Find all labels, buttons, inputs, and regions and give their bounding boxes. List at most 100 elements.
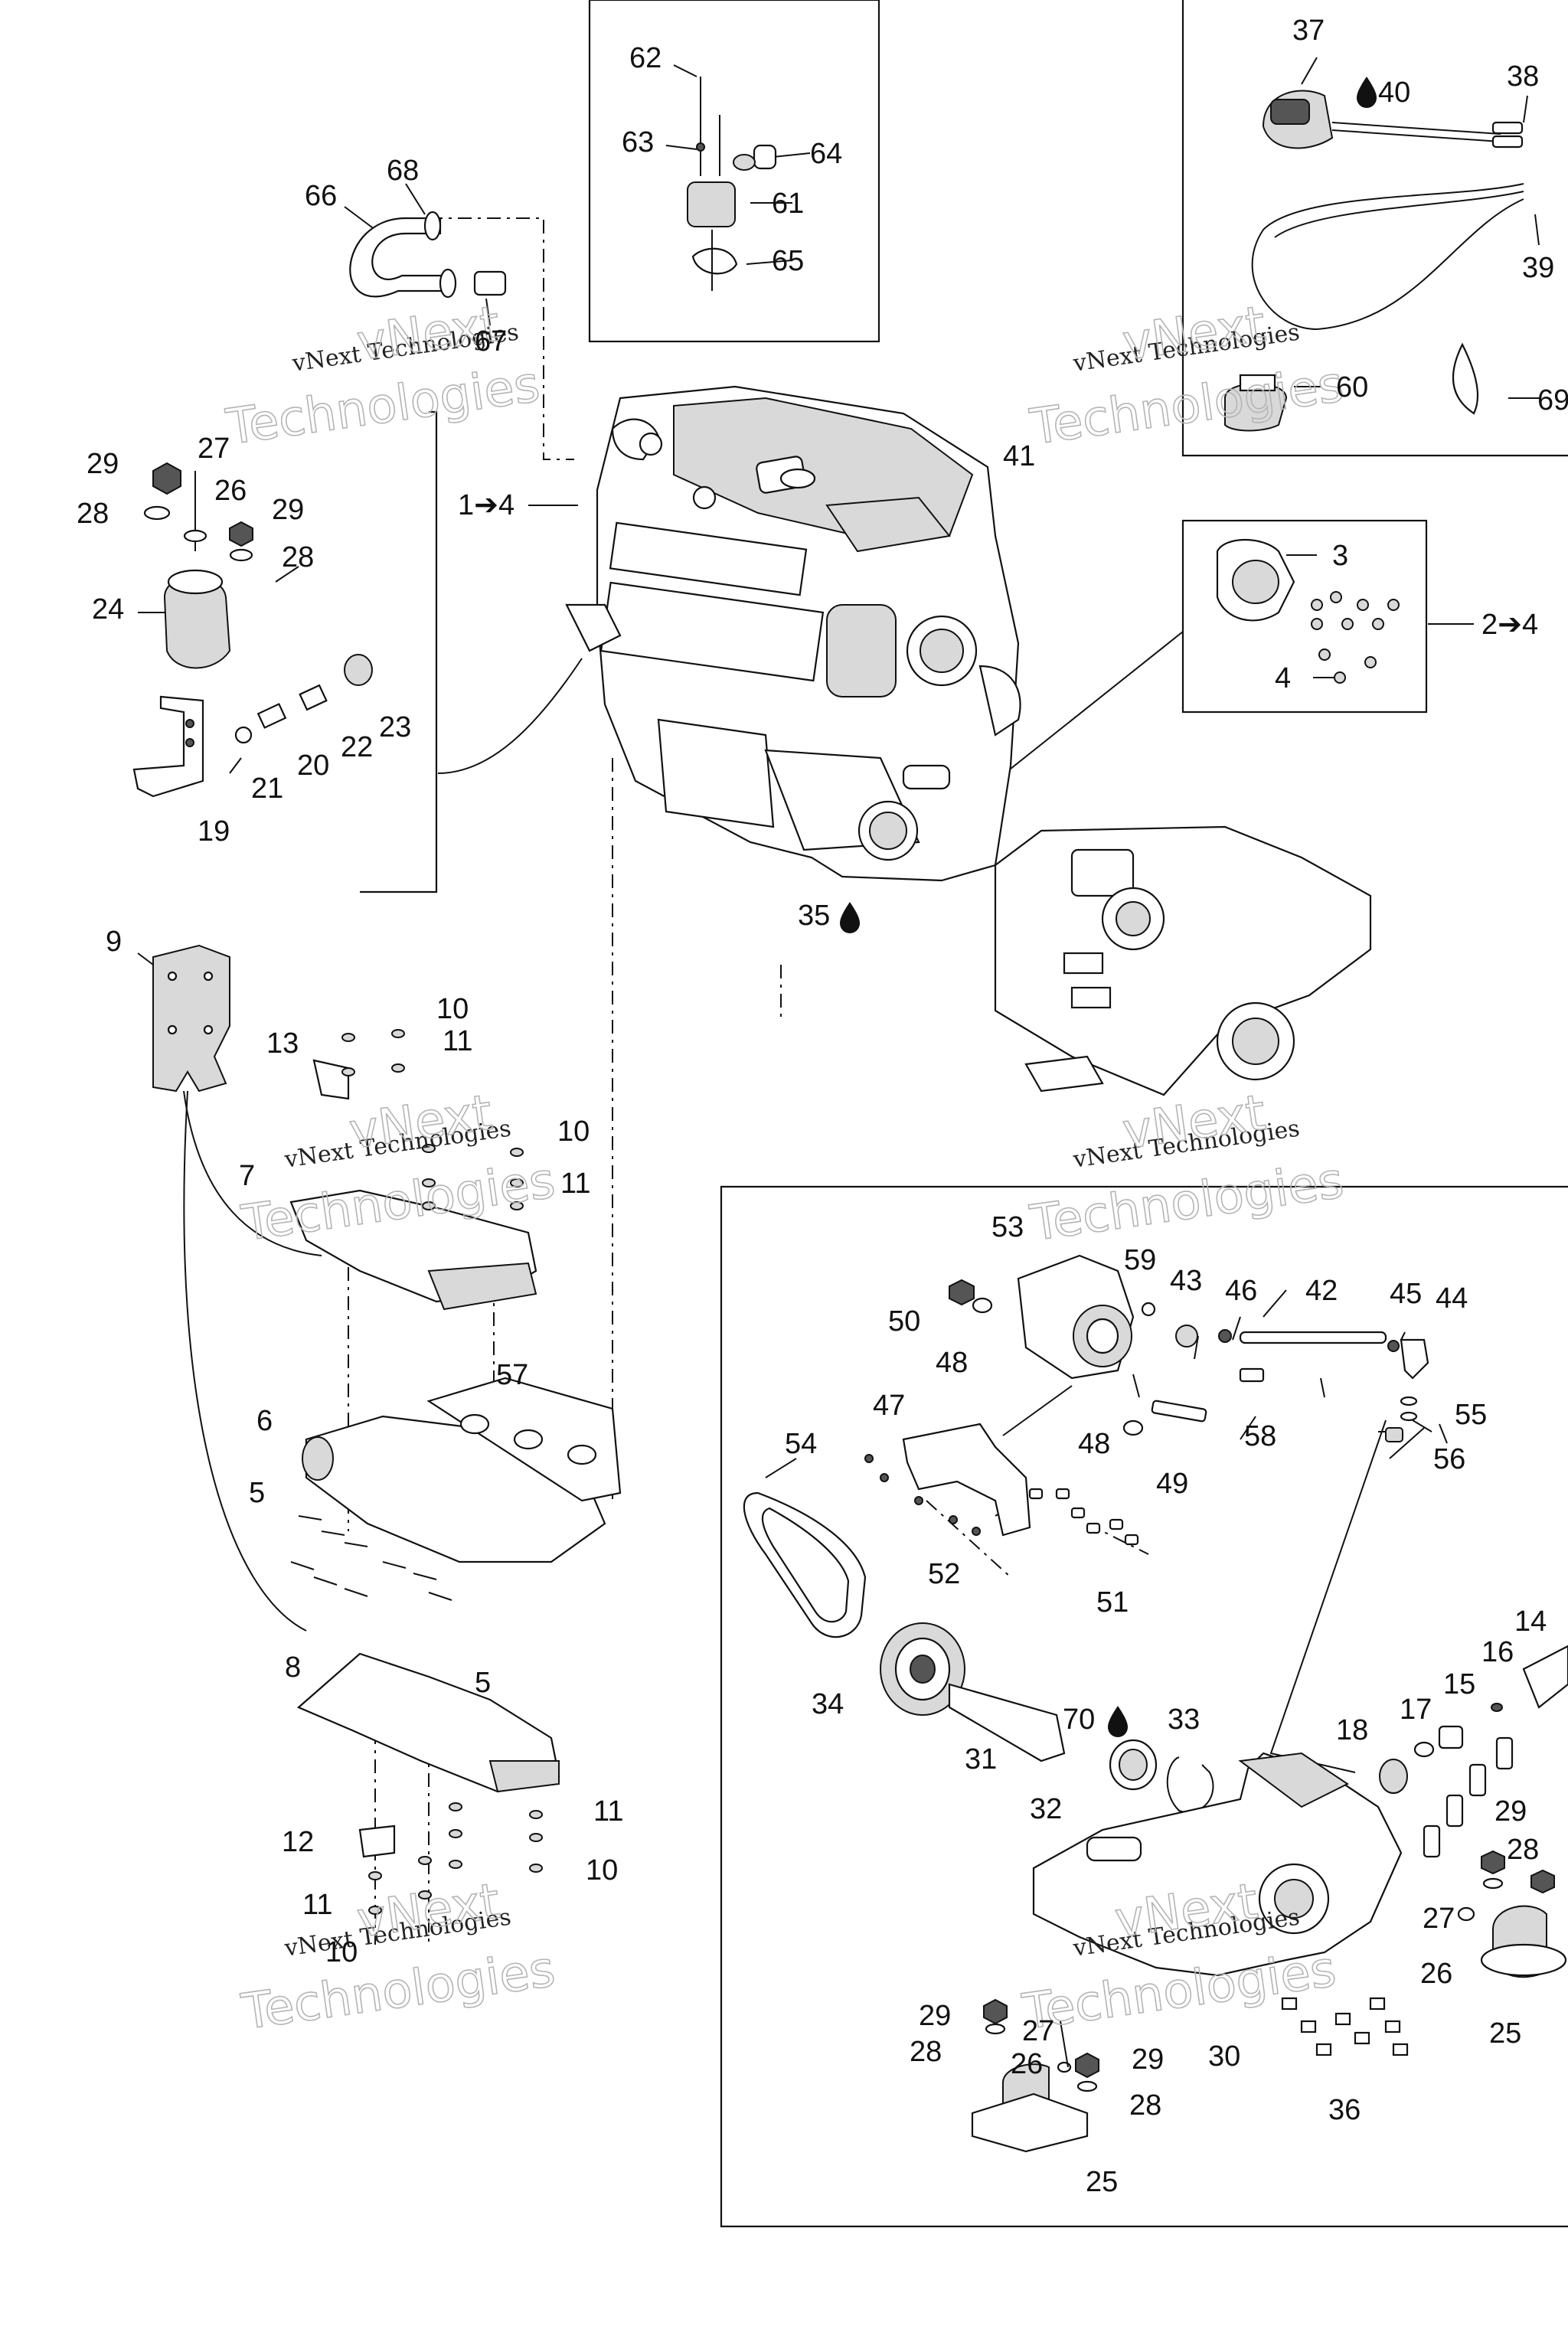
watermark-line2-1: Technologies <box>223 356 543 456</box>
callout-11-d: 11 <box>302 1889 332 1921</box>
callout-11-a: 11 <box>443 1025 472 1057</box>
heat-shield-8-12 <box>296 1652 560 1915</box>
detail-box-pto-housing <box>720 1185 1568 2228</box>
bracket-47-52 <box>864 1423 1139 1546</box>
callout-18: 18 <box>1336 1714 1368 1746</box>
callout-38: 38 <box>1507 60 1539 93</box>
callout-46: 46 <box>1225 1275 1257 1307</box>
callout-25-right: 25 <box>1489 2017 1521 2050</box>
callout-47: 47 <box>873 1390 905 1422</box>
callout-28-left-b: 28 <box>282 541 314 573</box>
callout-70: 70 <box>1063 1704 1095 1736</box>
engine-mount-19-29 <box>132 462 373 798</box>
engine-block-assembly <box>565 385 1021 882</box>
callout-33: 33 <box>1168 1704 1200 1736</box>
detail-box-mount-bracket <box>360 410 438 893</box>
detail-box-water-pump <box>1181 519 1428 714</box>
callout-5-a: 5 <box>249 1477 265 1509</box>
callout-62: 62 <box>629 42 662 74</box>
callout-29-bottom-a: 29 <box>919 2000 951 2032</box>
callout-29-left-b: 29 <box>272 494 304 526</box>
callout-30: 30 <box>1208 2040 1240 2073</box>
callout-6: 6 <box>256 1405 273 1437</box>
callout-22: 22 <box>341 731 373 763</box>
callout-27-left: 27 <box>198 433 230 465</box>
watermark-line1-5: vNext <box>354 1873 503 1949</box>
callout-34: 34 <box>812 1688 844 1720</box>
callout-26-right: 26 <box>1420 1958 1452 1990</box>
callout-57: 57 <box>496 1359 528 1391</box>
callout-3: 3 <box>1332 540 1348 572</box>
engine-mount-25-29-lower <box>971 1850 1567 2153</box>
callout-64: 64 <box>810 138 842 170</box>
callout-26-left: 26 <box>214 475 247 507</box>
callout-45: 45 <box>1390 1278 1422 1310</box>
callout-29-right-a: 29 <box>1494 1795 1527 1828</box>
callout-numbers: 62 63 64 61 65 66 68 67 37 40 38 39 60 6… <box>77 15 1568 2198</box>
callout-16: 16 <box>1481 1636 1514 1668</box>
detail-box-top-sensor <box>588 0 880 343</box>
switch-cable-37-69 <box>1224 90 1524 432</box>
callout-39: 39 <box>1522 252 1554 284</box>
callout-56: 56 <box>1433 1443 1465 1475</box>
callout-55: 55 <box>1455 1399 1487 1431</box>
callout-4: 4 <box>1275 662 1291 694</box>
callout-1-to-4: 1➔4 <box>458 489 514 521</box>
callout-58: 58 <box>1244 1420 1276 1452</box>
callout-28-bottom-a: 28 <box>910 2036 942 2068</box>
pto-housing-upper <box>994 825 1372 1096</box>
callout-52: 52 <box>928 1558 960 1590</box>
heat-shield-7-13 <box>289 1029 537 1311</box>
callout-65: 65 <box>772 245 804 277</box>
callout-44: 44 <box>1436 1282 1468 1315</box>
callout-15: 15 <box>1443 1668 1475 1700</box>
callout-19: 19 <box>198 815 230 848</box>
callout-12: 12 <box>282 1826 314 1858</box>
callout-23: 23 <box>379 711 411 743</box>
callout-27-right: 27 <box>1423 1903 1455 1935</box>
callout-29-bottom-b: 29 <box>1132 2043 1164 2076</box>
callout-50: 50 <box>888 1305 920 1338</box>
callout-26-bottom: 26 <box>1011 2048 1043 2080</box>
callout-67: 67 <box>475 325 507 358</box>
callout-28-right-a: 28 <box>1507 1834 1539 1866</box>
callout-21: 21 <box>251 773 283 805</box>
callout-43: 43 <box>1170 1265 1202 1297</box>
callout-28-left-a: 28 <box>77 498 109 530</box>
callout-59: 59 <box>1124 1244 1156 1276</box>
callout-31: 31 <box>965 1743 997 1775</box>
detail-box-top-right <box>1181 0 1568 457</box>
pto-housing-lower-30 <box>1032 1752 1409 2056</box>
callout-5-b: 5 <box>475 1667 491 1699</box>
callout-10-d: 10 <box>325 1936 358 1968</box>
callout-51: 51 <box>1096 1586 1129 1619</box>
callout-40: 40 <box>1378 77 1410 109</box>
heat-shield-9 <box>152 944 230 1093</box>
callout-48-a: 48 <box>936 1347 968 1379</box>
callout-49: 49 <box>1156 1468 1188 1500</box>
callout-35: 35 <box>798 900 830 932</box>
callout-25-bottom: 25 <box>1086 2166 1118 2198</box>
oil-drop-icon <box>840 902 860 933</box>
callout-36: 36 <box>1328 2094 1361 2126</box>
callout-63: 63 <box>622 126 654 158</box>
callout-42: 42 <box>1305 1275 1338 1307</box>
callout-53: 53 <box>991 1211 1024 1243</box>
callout-7: 7 <box>239 1160 255 1192</box>
hose-assembly-66-68 <box>349 211 507 299</box>
callout-14: 14 <box>1514 1606 1547 1638</box>
drive-shaft-14-18 <box>1379 1645 1568 1858</box>
callout-10-a: 10 <box>436 993 469 1025</box>
callout-28-bottom-b: 28 <box>1129 2089 1161 2122</box>
sensor-assembly-61-65 <box>687 77 777 291</box>
callout-13: 13 <box>266 1027 299 1060</box>
watermark-line1-3: vNext <box>346 1085 495 1161</box>
callout-2-to-4: 2➔4 <box>1481 609 1538 641</box>
callout-29-left-a: 29 <box>87 448 119 480</box>
oil-drop-icon <box>1357 77 1377 108</box>
callout-20: 20 <box>297 750 329 782</box>
callout-24: 24 <box>92 593 124 626</box>
callout-69: 69 <box>1537 384 1568 416</box>
callout-41: 41 <box>1003 440 1035 472</box>
callout-32: 32 <box>1030 1793 1062 1825</box>
